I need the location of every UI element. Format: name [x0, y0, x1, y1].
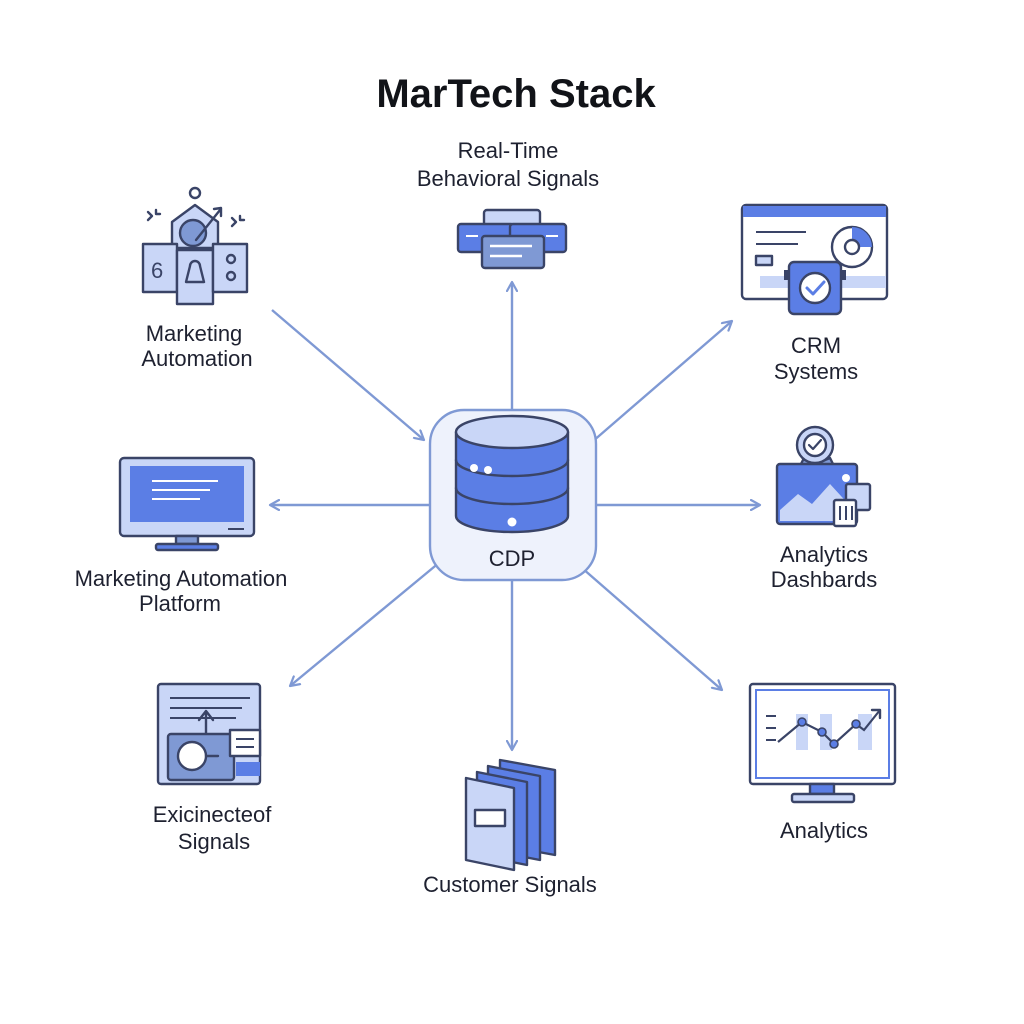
arrow-to-crm [591, 321, 732, 443]
database-icon [454, 414, 570, 534]
map-label-line2: Platform [139, 591, 221, 616]
marketing-automation-label-line2: Automation [141, 346, 252, 371]
cdp-label: CDP [489, 546, 535, 571]
document-stack-icon [464, 758, 557, 872]
experience-label-line1: Exicinecteof [153, 802, 273, 827]
automation-puzzle-icon: 6 [141, 186, 249, 306]
arrow-to-analytics [581, 567, 722, 690]
marketing-automation-label-line1: Marketing [146, 321, 243, 346]
node-crm-systems[interactable]: CRM Systems [740, 203, 889, 384]
node-marketing-automation-platform[interactable]: Marketing Automation Platform [75, 456, 288, 616]
crm-label-line2: Systems [774, 359, 858, 384]
message-stack-icon [456, 208, 568, 270]
analytics-label: Analytics [780, 818, 868, 843]
node-analytics[interactable]: Analytics [748, 682, 897, 843]
node-experience-signals[interactable]: Exicinecteof Signals [153, 682, 273, 854]
node-analytics-dashboards[interactable]: Analytics Dashbards [771, 425, 877, 592]
dashboards-label-line2: Dashbards [771, 567, 877, 592]
behavioral-label-line2: Behavioral Signals [417, 166, 599, 191]
map-label-line1: Marketing Automation [75, 566, 288, 591]
crm-window-icon [740, 203, 889, 316]
experience-label-line2: Signals [178, 829, 250, 854]
node-marketing-automation[interactable]: 6 Marketing Automation [141, 186, 253, 371]
svg-text:6: 6 [151, 258, 163, 283]
page-title: MarTech Stack [376, 72, 656, 116]
arrow-to-experience [290, 561, 441, 686]
dashboard-badge-icon [775, 425, 872, 528]
crm-label-line1: CRM [791, 333, 841, 358]
connectors [270, 282, 760, 750]
node-customer-signals[interactable]: Customer Signals [423, 758, 597, 897]
behavioral-label-line1: Real-Time [458, 138, 559, 163]
line-chart-monitor-icon [748, 682, 897, 804]
node-behavioral-signals[interactable]: Real-Time Behavioral Signals [417, 138, 599, 270]
signal-panel-icon [156, 682, 262, 786]
monitor-icon [118, 456, 256, 552]
cdp-hub[interactable]: CDP [428, 408, 598, 582]
arrow-from-marketing-automation [271, 309, 424, 440]
customer-signals-label: Customer Signals [423, 872, 597, 897]
dashboards-label-line1: Analytics [780, 542, 868, 567]
